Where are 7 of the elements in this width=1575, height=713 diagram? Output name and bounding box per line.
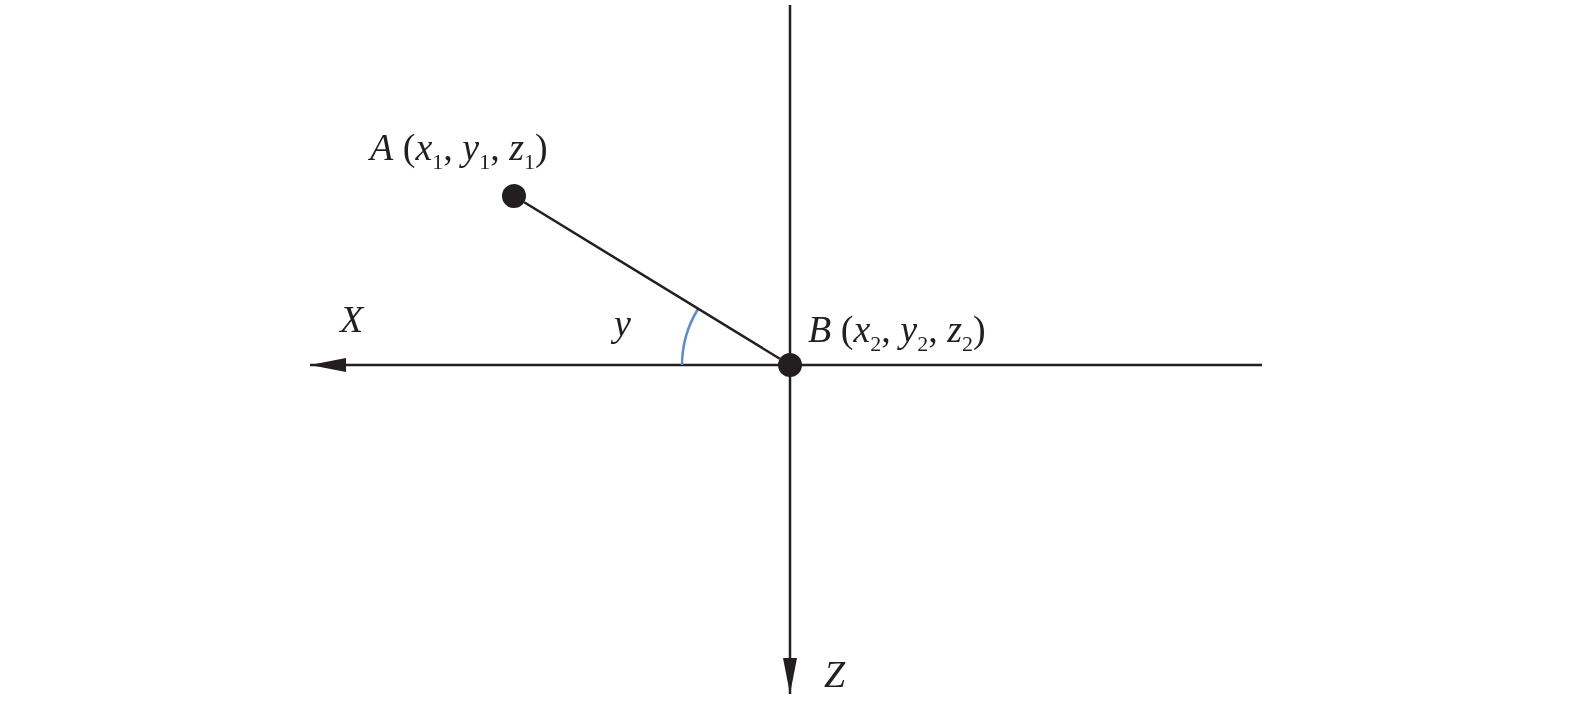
point-coordinates: A (x$_{1}$, y$_{1}$, z$_{1}$) <box>370 128 548 173</box>
axis-label: Z <box>824 655 846 693</box>
point-dot <box>502 184 526 208</box>
axis-label: X <box>340 300 364 338</box>
connecting-line <box>523 201 781 360</box>
point-dot <box>778 353 802 377</box>
point-coordinates: B (x$_{2}$, y$_{2}$, z$_{2}$) <box>808 310 986 355</box>
